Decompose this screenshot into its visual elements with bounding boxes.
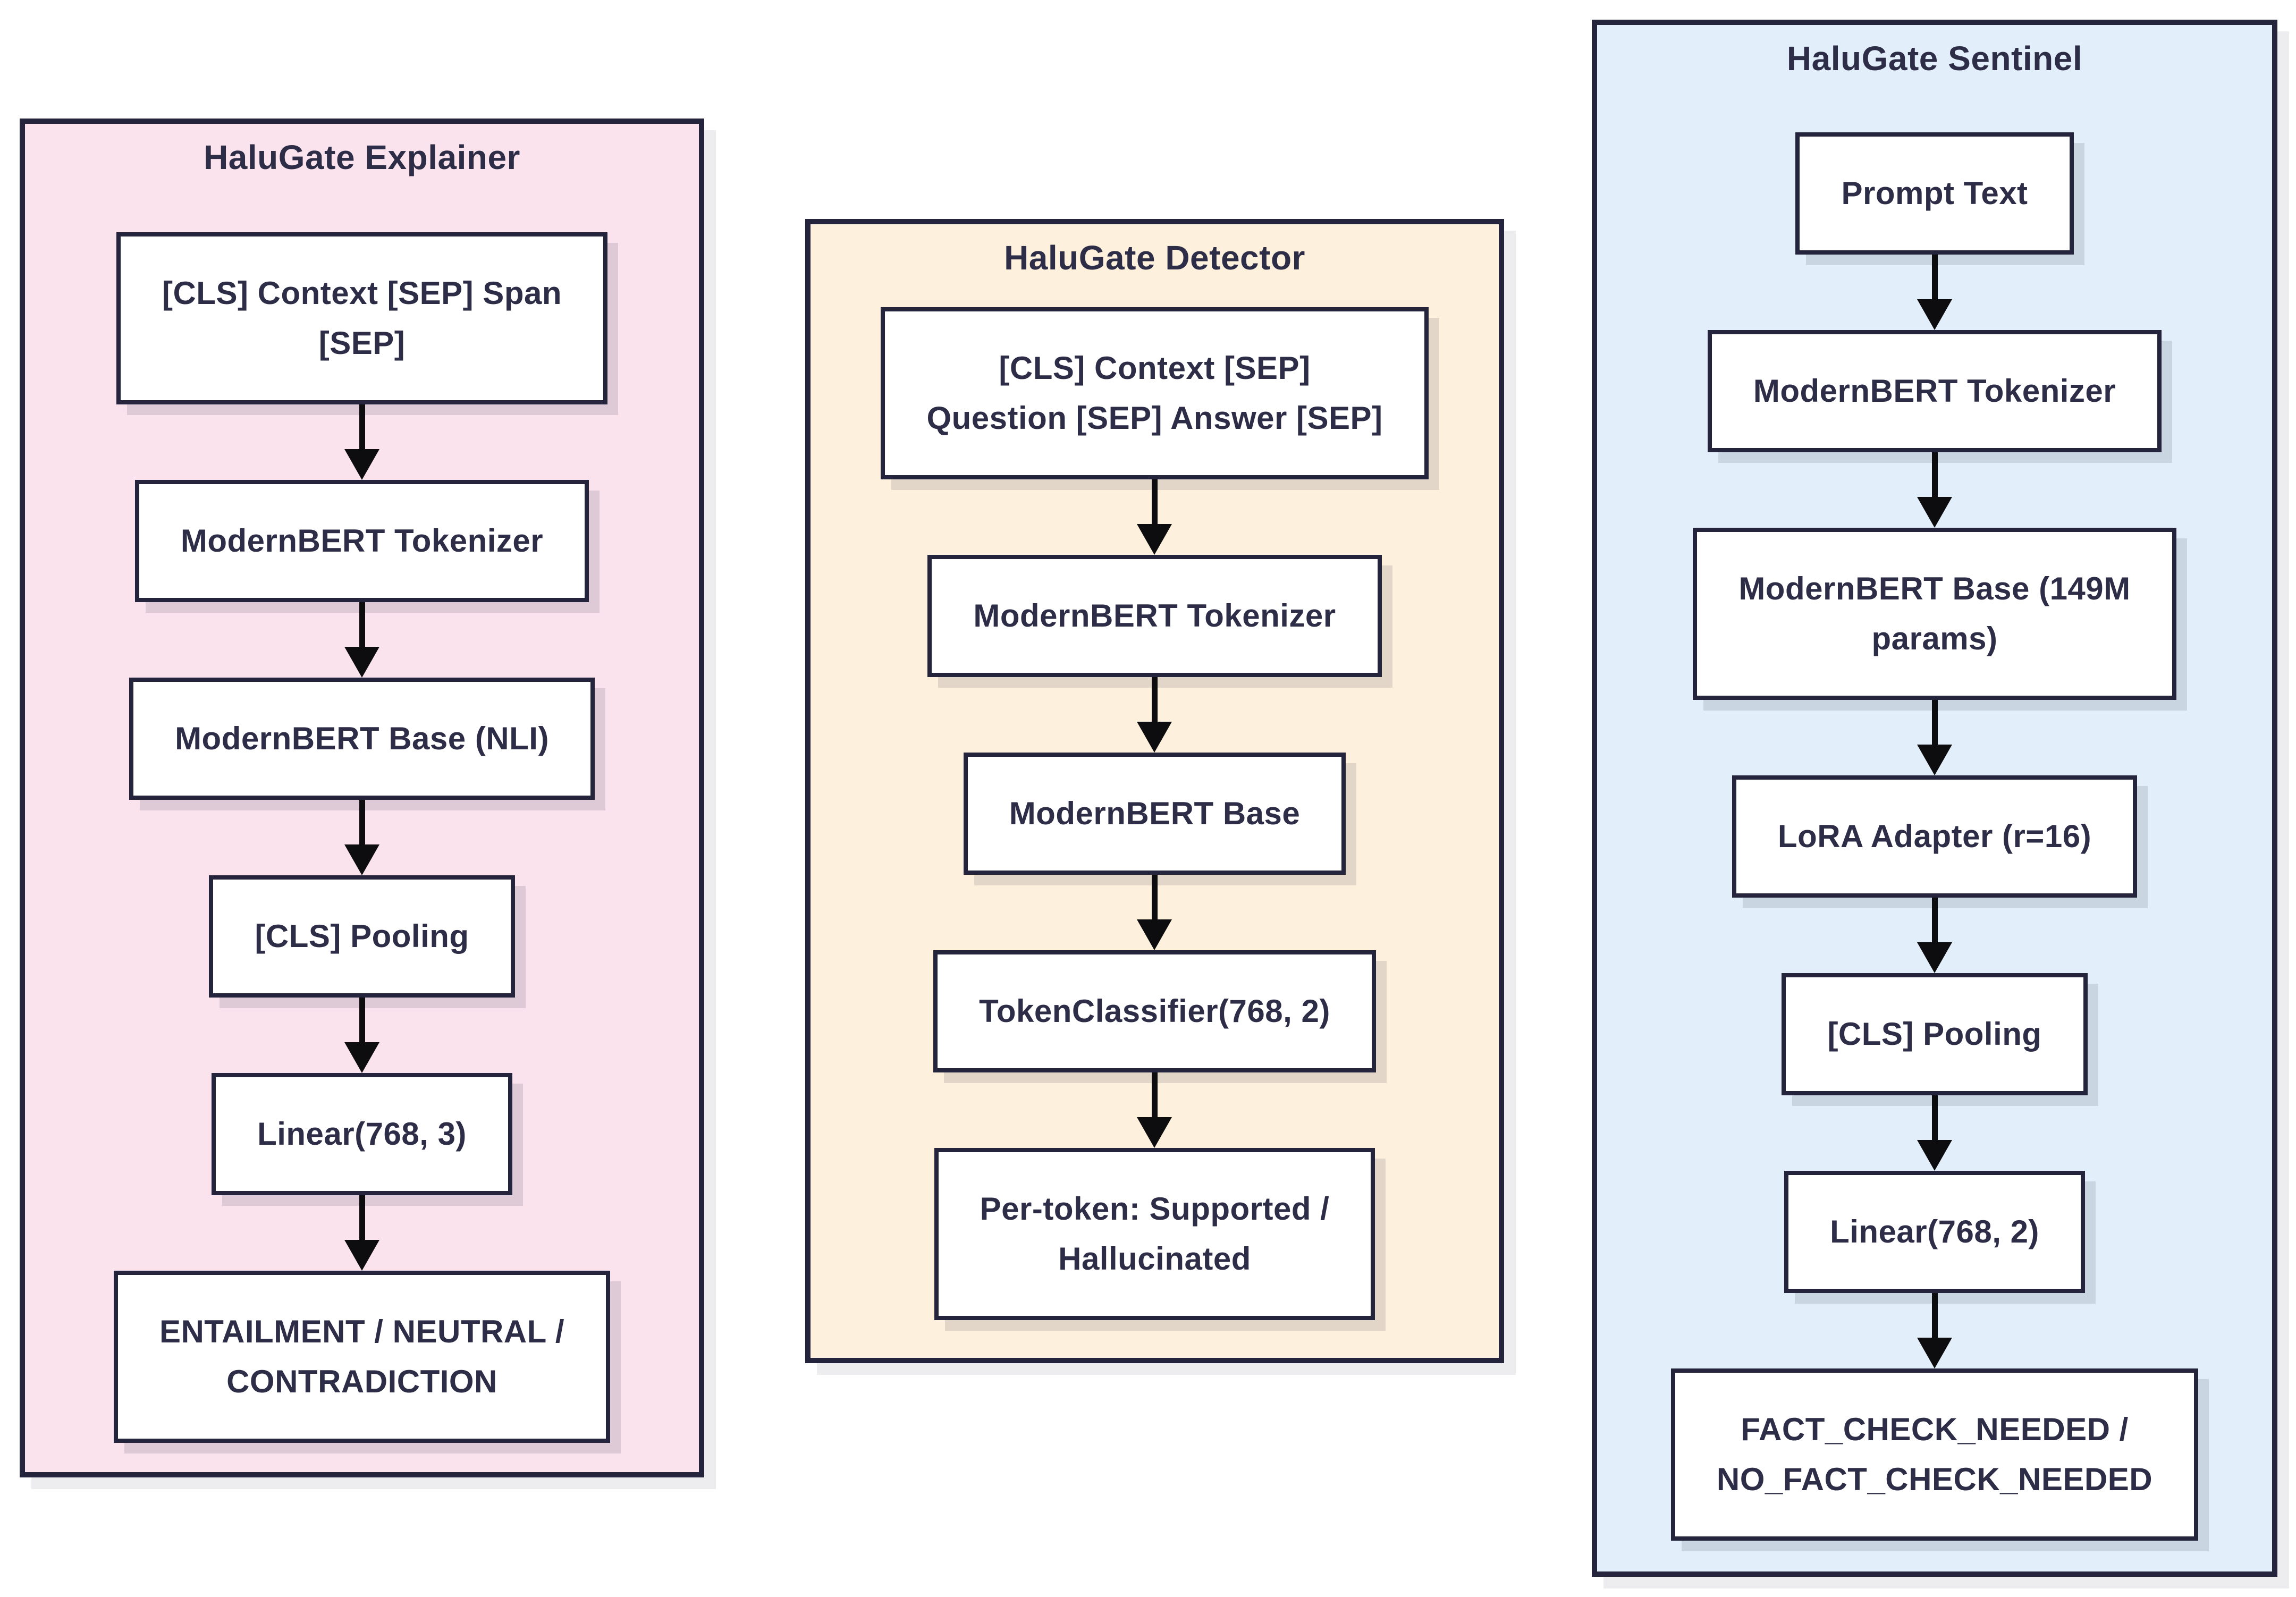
flow-node: FACT_CHECK_NEEDED / NO_FACT_CHECK_NEEDED	[1670, 1368, 2199, 1541]
arrow-shaft	[1931, 452, 1938, 497]
panel-halugate-explainer: HaluGate Explainer [CLS] Context [SEP] S…	[20, 119, 704, 1477]
arrowhead-icon	[344, 647, 379, 678]
flow-node: ModernBERT Base (NLI)	[129, 678, 595, 800]
flow-node: [CLS] Context [SEP] Span [SEP]	[116, 232, 607, 404]
flow-node: LoRA Adapter (r=16)	[1732, 775, 2138, 898]
arrowhead-icon	[344, 1042, 379, 1073]
arrow-down-icon	[1137, 1072, 1172, 1148]
arrow-shaft	[359, 800, 365, 844]
arrow-shaft	[1151, 677, 1158, 722]
flow-node: ModernBERT Tokenizer	[134, 480, 589, 602]
flow-node: Prompt Text	[1795, 132, 2074, 255]
arrowhead-icon	[1137, 722, 1172, 753]
arrowhead-icon	[1917, 299, 1952, 330]
panel-flow-detector: [CLS] Context [SEP] Question [SEP] Answe…	[881, 307, 1429, 1320]
flow-node: [CLS] Pooling	[209, 875, 515, 998]
flow-node: ModernBERT Tokenizer	[1707, 330, 2162, 452]
flow-node: [CLS] Context [SEP] Question [SEP] Answe…	[881, 307, 1429, 479]
panel-flow-explainer: [CLS] Context [SEP] Span [SEP] ModernBERT…	[113, 232, 611, 1443]
arrow-down-icon	[344, 998, 379, 1073]
panel-title-detector: HaluGate Detector	[1004, 239, 1305, 277]
arrow-shaft	[1151, 1072, 1158, 1117]
flow-node: Linear(768, 3)	[212, 1073, 512, 1195]
flow-node: Linear(768, 2)	[1784, 1171, 2085, 1293]
arrow-down-icon	[1137, 479, 1172, 555]
panel-title-sentinel: HaluGate Sentinel	[1786, 39, 2083, 78]
arrowhead-icon	[1137, 1117, 1172, 1148]
arrowhead-icon	[1917, 497, 1952, 528]
arrow-down-icon	[1137, 677, 1172, 753]
arrow-down-icon	[1917, 452, 1952, 528]
flow-node: ModernBERT Base (149M params)	[1693, 528, 2176, 700]
arrow-down-icon	[1917, 1293, 1952, 1368]
arrow-shaft	[1151, 875, 1158, 919]
flow-node: TokenClassifier(768, 2)	[933, 950, 1376, 1072]
flow-node: [CLS] Pooling	[1782, 973, 2088, 1095]
arrow-shaft	[1931, 1293, 1938, 1338]
arrow-shaft	[1931, 898, 1938, 942]
flow-node: ENTAILMENT / NEUTRAL / CONTRADICTION	[113, 1271, 611, 1443]
panel-title-explainer: HaluGate Explainer	[204, 138, 520, 176]
arrowhead-icon	[1917, 942, 1952, 973]
flow-node: Per-token: Supported / Hallucinated	[934, 1148, 1375, 1320]
arrow-down-icon	[344, 602, 379, 678]
flow-node: ModernBERT Tokenizer	[927, 555, 1382, 677]
arrowhead-icon	[344, 1240, 379, 1271]
arrowhead-icon	[1917, 1140, 1952, 1171]
arrowhead-icon	[1137, 919, 1172, 950]
arrowhead-icon	[1917, 745, 1952, 775]
arrow-shaft	[359, 1195, 365, 1240]
arrow-shaft	[1931, 700, 1938, 745]
arrowhead-icon	[344, 449, 379, 480]
arrowhead-icon	[344, 844, 379, 875]
arrow-down-icon	[344, 404, 379, 480]
arrow-down-icon	[344, 800, 379, 875]
arrow-down-icon	[1917, 1095, 1952, 1171]
arrow-down-icon	[1137, 875, 1172, 950]
arrow-down-icon	[1917, 255, 1952, 330]
arrowhead-icon	[1917, 1338, 1952, 1368]
arrow-shaft	[359, 998, 365, 1042]
arrow-shaft	[359, 404, 365, 449]
arrow-shaft	[359, 602, 365, 647]
arrow-shaft	[1931, 1095, 1938, 1140]
arrow-down-icon	[1917, 898, 1952, 973]
arrow-shaft	[1151, 479, 1158, 524]
panel-halugate-detector: HaluGate Detector [CLS] Context [SEP] Qu…	[805, 219, 1504, 1363]
flow-node: ModernBERT Base	[963, 753, 1346, 875]
arrow-down-icon	[344, 1195, 379, 1271]
arrowhead-icon	[1137, 524, 1172, 555]
arrow-down-icon	[1917, 700, 1952, 775]
arrow-shaft	[1931, 255, 1938, 299]
